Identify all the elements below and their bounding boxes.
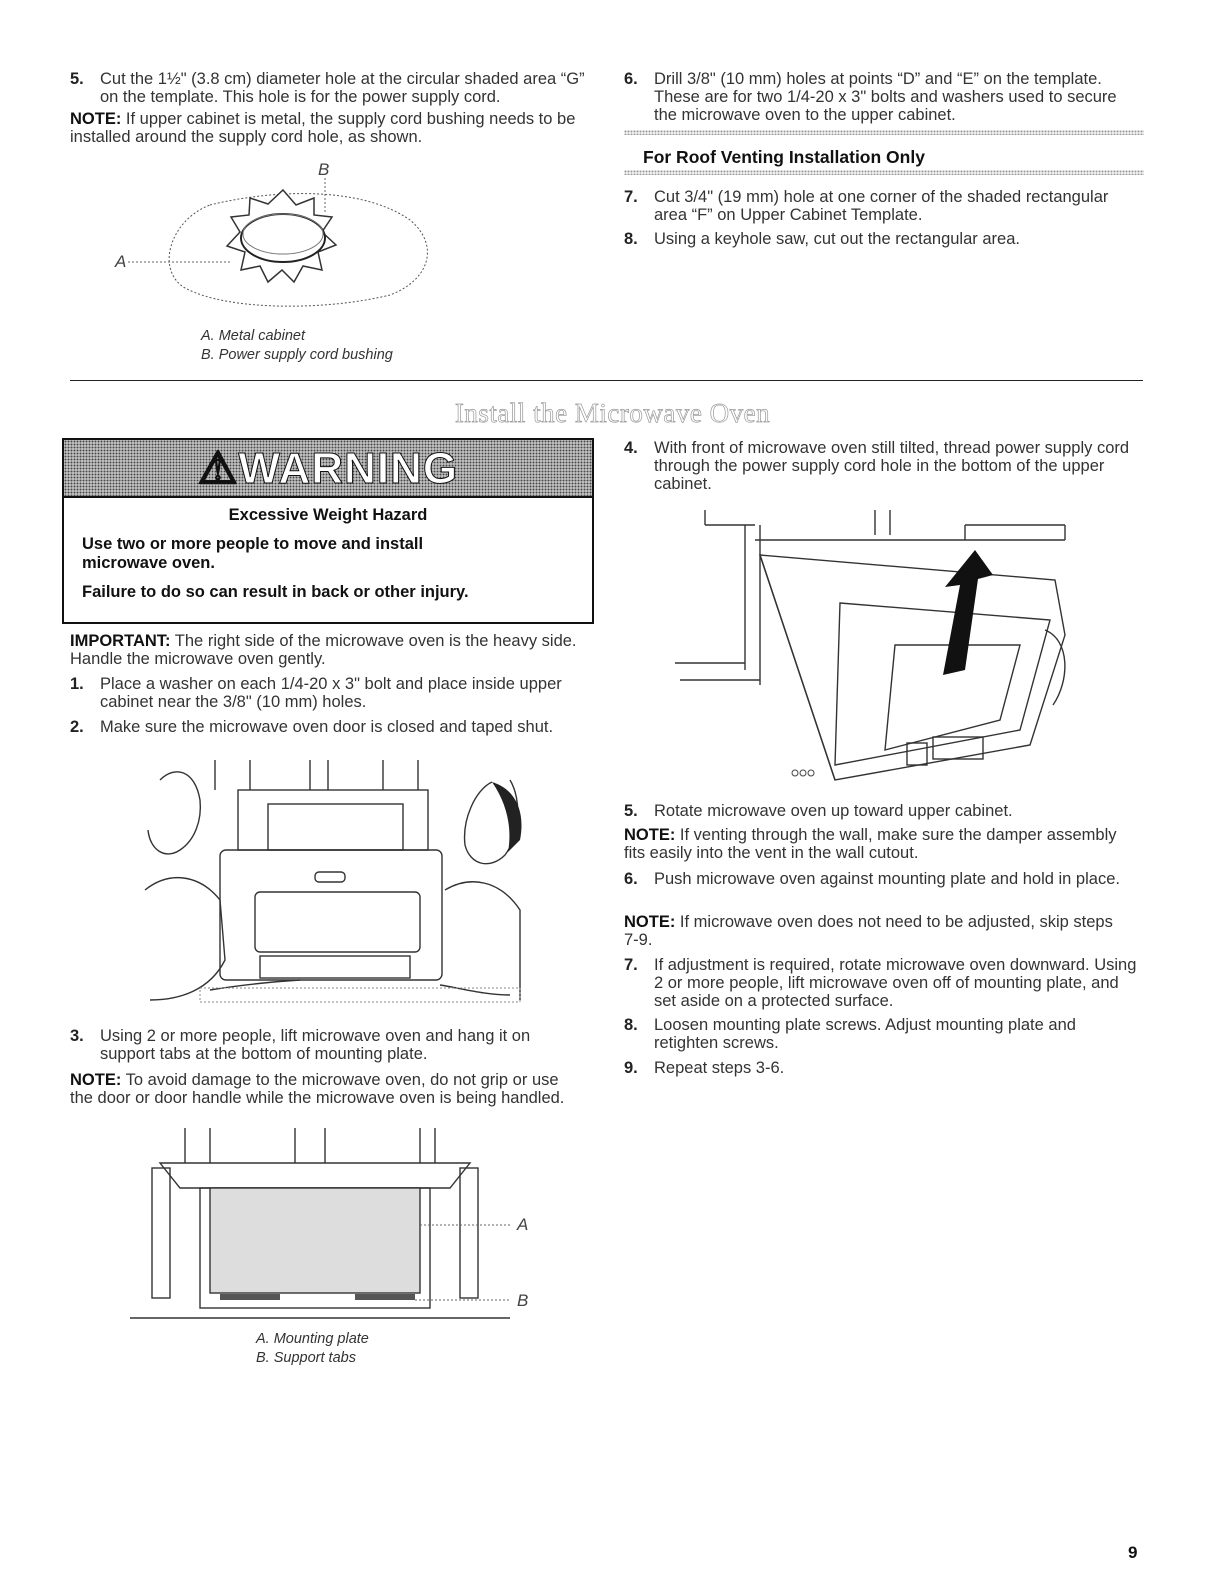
warning-line-2: Failure to do so can result in back or o… [82, 583, 469, 601]
step-7-cut-corner: 7. Cut 3/4" (19 mm) hole at one corner o… [624, 188, 1109, 224]
lifting-microwave-illustration [144, 760, 522, 1003]
callout-a-cabinet: A [115, 252, 127, 271]
callout-a-mounting-plate: A [517, 1215, 529, 1234]
warning-box: ⚠WARNING Excessive Weight Hazard Use two… [62, 438, 594, 624]
caption-support-tabs: B. Support tabs [256, 1350, 356, 1366]
step-3-hang-oven: 3. Using 2 or more people, lift microwav… [70, 1027, 531, 1063]
step-1-washer: 1. Place a washer on each 1/4-20 x 3" bo… [70, 675, 562, 711]
warning-line-1: Use two or more people to move and insta… [82, 535, 424, 572]
warning-word: WARNING [238, 444, 459, 494]
mounting-plate-diagram [130, 1128, 510, 1319]
note-metal-cabinet: NOTE: If upper cabinet is metal, the sup… [70, 110, 576, 146]
tilted-microwave-illustration [675, 510, 1066, 781]
warning-hazard-title: Excessive Weight Hazard [228, 506, 428, 524]
important-note: IMPORTANT: The right side of the microwa… [70, 632, 577, 668]
bushing-diagram [128, 178, 428, 307]
callout-b-bushing: B [318, 160, 330, 179]
section-rule [70, 380, 1143, 381]
step-4-thread-cord: 4. With front of microwave oven still ti… [624, 439, 1130, 493]
step-5-cut-hole: 5. Cut the 1½" (3.8 cm) diameter hole at… [70, 70, 585, 106]
caption-metal-cabinet: A. Metal cabinet [201, 328, 305, 344]
step-2-door-taped: 2. Make sure the microwave oven door is … [70, 718, 554, 736]
step-8-keyhole-saw: 8. Using a keyhole saw, cut out the rect… [624, 230, 1020, 248]
section-title: Install the Microwave Oven [454, 398, 771, 429]
caption-cord-bushing: B. Power supply cord bushing [201, 347, 393, 363]
step-8-loosen-screws: 8. Loosen mounting plate screws. Adjust … [624, 1016, 1076, 1052]
warning-header: ⚠WARNING [64, 440, 592, 498]
note-no-grip-door: NOTE: To avoid damage to the microwave o… [70, 1071, 565, 1107]
roof-venting-heading: For Roof Venting Installation Only [643, 147, 925, 167]
warning-triangle-icon: ⚠ [197, 444, 239, 494]
divider-dots-bottom [624, 170, 1144, 175]
note-damper-assembly: NOTE: If venting through the wall, make … [624, 826, 1117, 862]
divider-dots-top [624, 130, 1144, 135]
step-9-repeat: 9. Repeat steps 3-6. [624, 1059, 785, 1077]
caption-mounting-plate: A. Mounting plate [256, 1331, 369, 1347]
callout-b-support-tabs: B [517, 1291, 529, 1310]
step-7-adjust: 7. If adjustment is required, rotate mic… [624, 956, 1137, 1010]
step-6-drill-holes: 6. Drill 3/8" (10 mm) holes at points “D… [624, 70, 1117, 124]
page-number: 9 [1128, 1543, 1138, 1562]
step-5-rotate-up: 5. Rotate microwave oven up toward upper… [624, 802, 1013, 820]
note-skip-steps: NOTE: If microwave oven does not need to… [624, 913, 1113, 949]
step-6-push-oven: 6. Push microwave oven against mounting … [624, 870, 1120, 888]
